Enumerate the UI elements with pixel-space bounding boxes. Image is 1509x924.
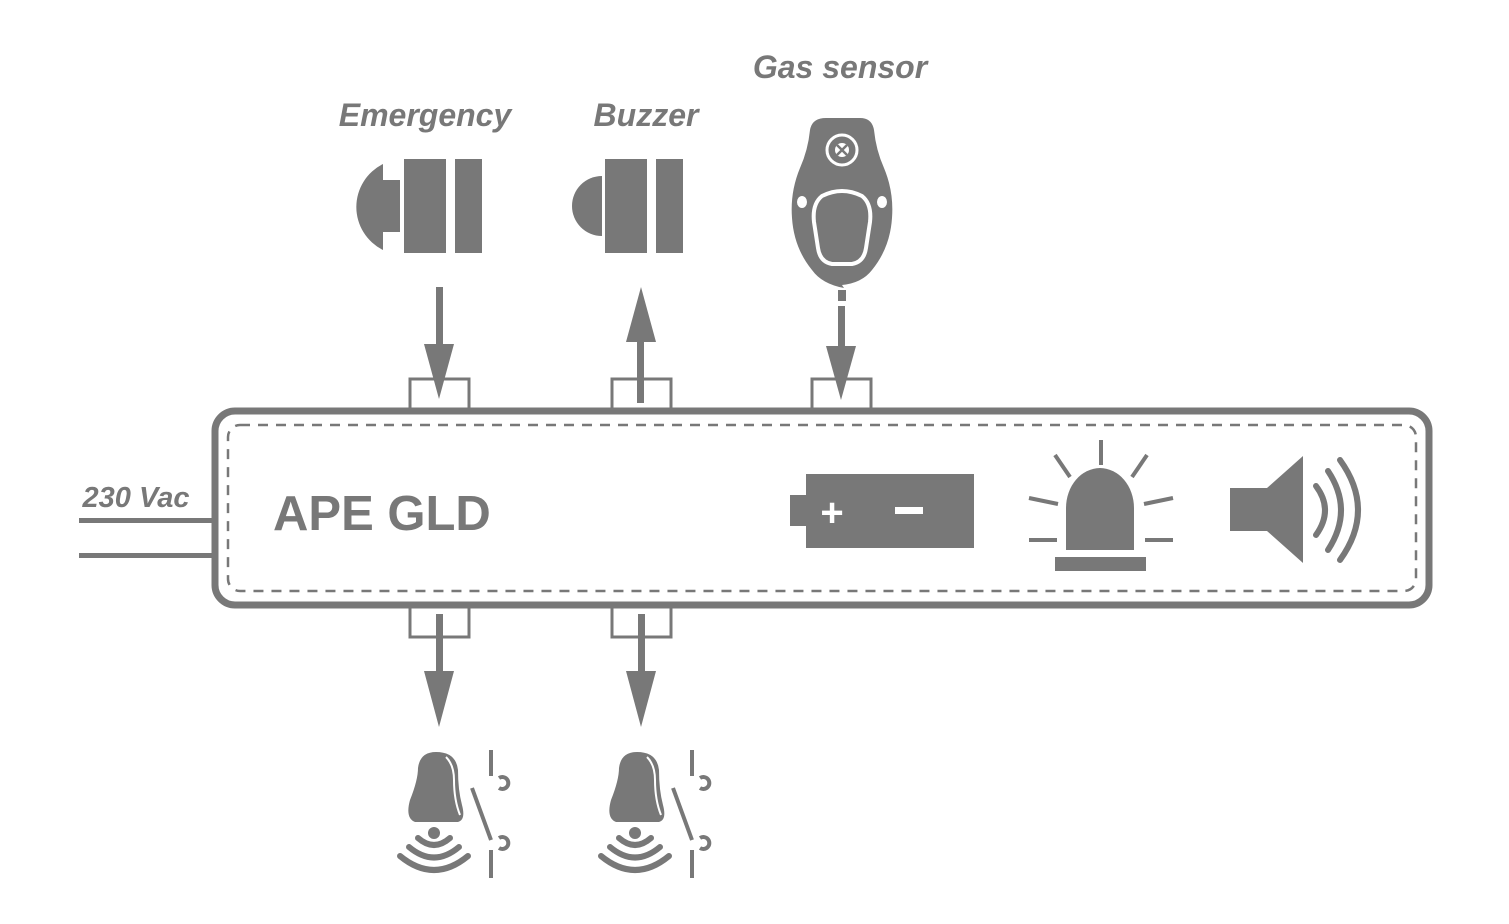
valve-1-connector: [408, 605, 471, 727]
gas-sensor-icon: [791, 118, 893, 301]
emergency-button-icon: [356, 159, 482, 253]
battery-minus-symbol: [895, 507, 923, 514]
battery-plus-symbol: +: [820, 491, 843, 535]
valve-with-relay-icon-1: [397, 750, 511, 878]
valve-2-connector: [610, 605, 673, 727]
emergency-label: Emergency: [339, 97, 514, 133]
valve-with-relay-icon-2: [598, 750, 712, 878]
battery-icon: +: [790, 474, 974, 548]
emergency-connector: [408, 287, 471, 411]
buzzer-icon: [572, 159, 683, 253]
buzzer-connector: [610, 287, 673, 411]
beacon-light-icon: [1028, 440, 1174, 571]
power-input-label: 230 Vac: [82, 482, 190, 514]
gas-sensor-connector: [810, 306, 873, 411]
device-box: [211, 407, 1433, 609]
power-lines: [79, 518, 215, 558]
device-title: APE GLD: [273, 487, 491, 541]
gas-sensor-label: Gas sensor: [753, 49, 929, 85]
speaker-icon: [1230, 456, 1361, 563]
buzzer-label: Buzzer: [594, 97, 700, 133]
